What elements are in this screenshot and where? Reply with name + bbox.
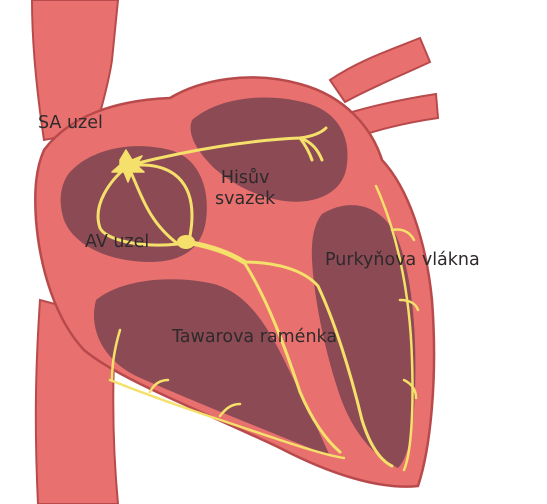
his-bundle-label-line1: Hisův	[215, 168, 275, 189]
av-node-label: AV uzel	[85, 232, 149, 253]
purkinje-fibers-label: Purkyňova vlákna	[325, 250, 480, 271]
his-bundle-label-line2: svazek	[215, 189, 275, 210]
bundle-branches-label: Tawarova raménka	[172, 327, 337, 348]
his-bundle-label: Hisův svazek	[215, 168, 275, 210]
sa-node-label: SA uzel	[38, 113, 103, 134]
pulmonary-vein-upper	[330, 38, 430, 102]
